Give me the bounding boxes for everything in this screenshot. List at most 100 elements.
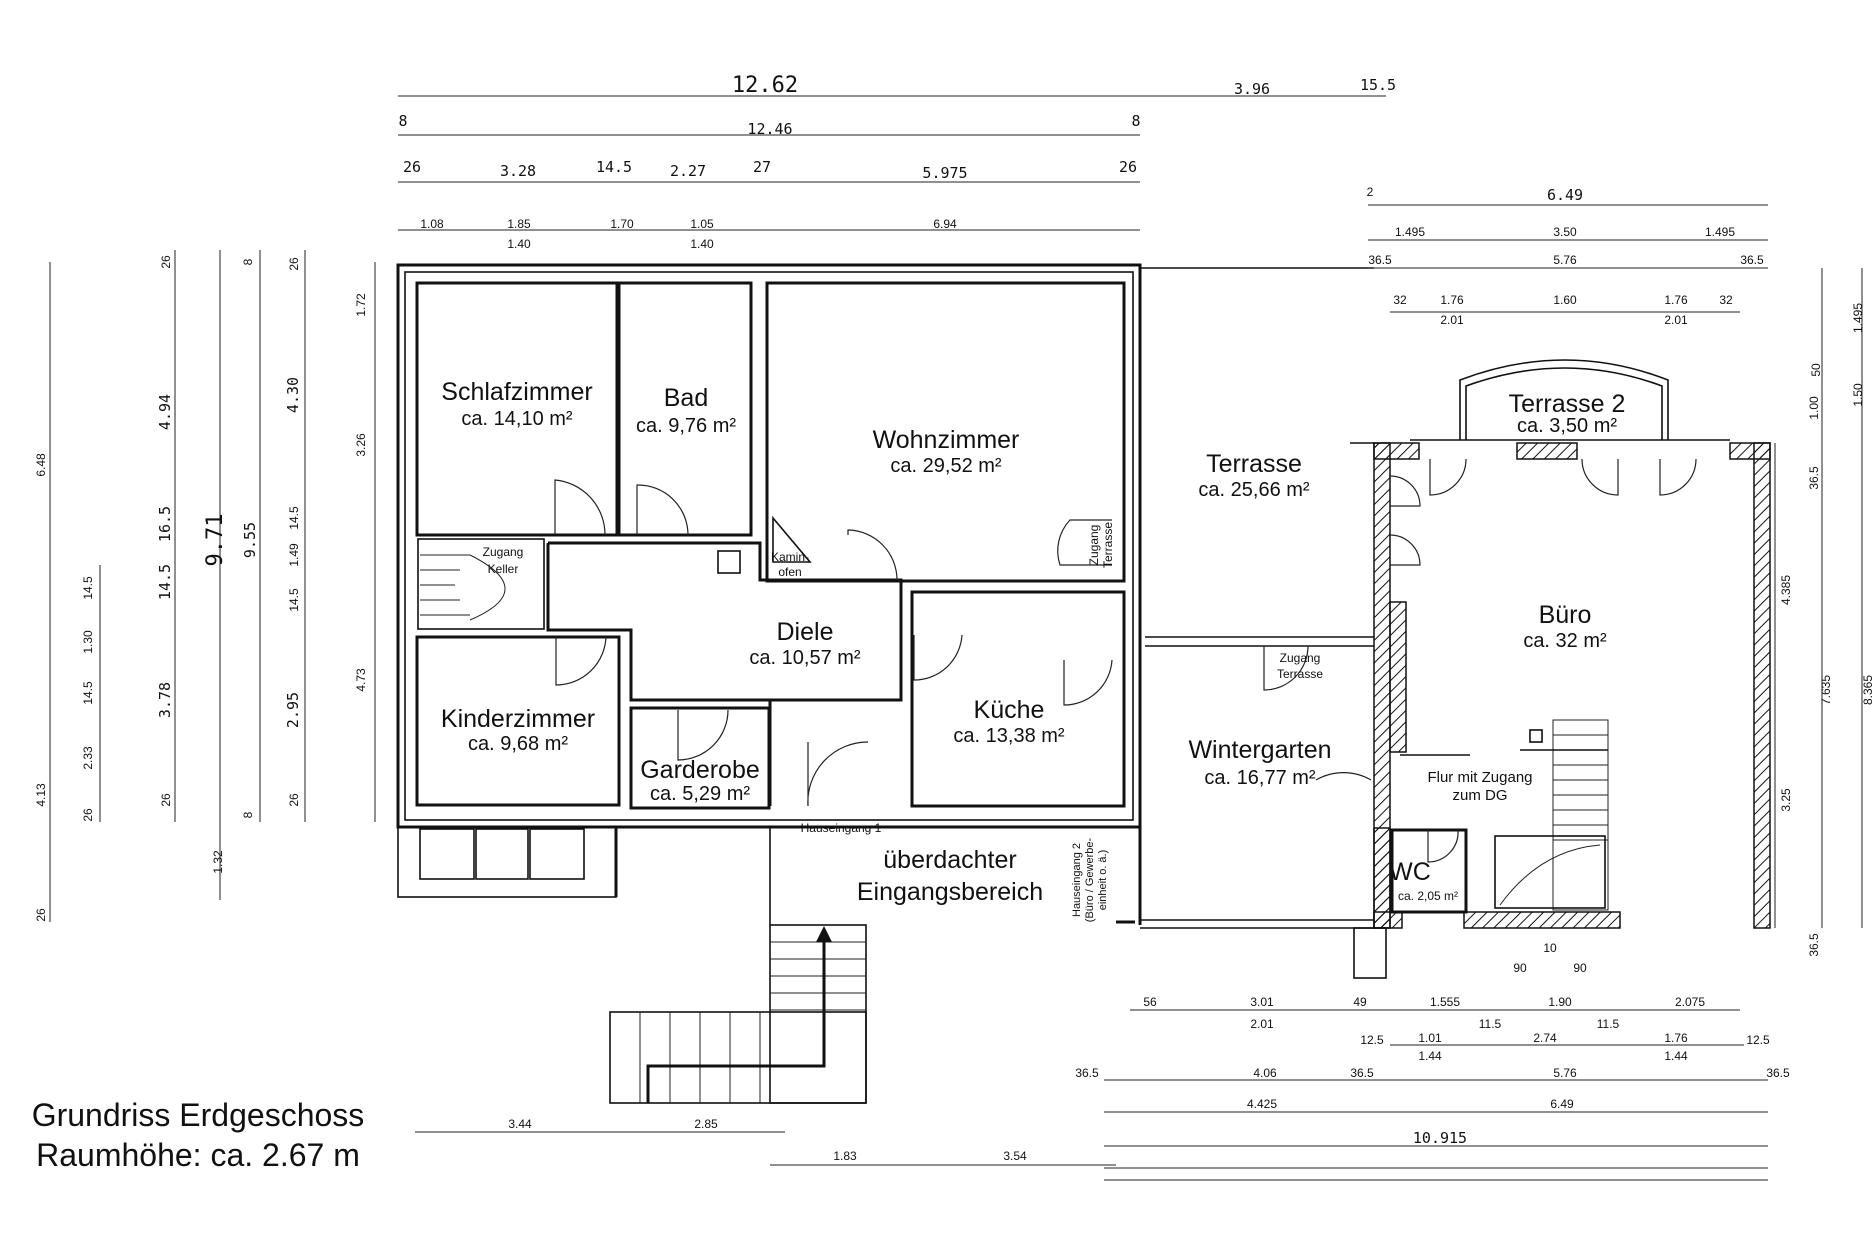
dim-text: 12.46 bbox=[747, 120, 792, 138]
room-labels: Schlafzimmer ca. 14,10 m² Bad ca. 9,76 m… bbox=[441, 378, 1625, 922]
dim-text: 1.05 bbox=[690, 217, 714, 231]
room-area-kueche: ca. 13,38 m² bbox=[953, 725, 1065, 747]
dim-text: 1.76 bbox=[1664, 293, 1688, 307]
dim-text: 6.49 bbox=[1550, 1097, 1574, 1111]
dim-text: 10.915 bbox=[1413, 1129, 1467, 1147]
eingangsbereich-label-1: überdachter bbox=[883, 846, 1016, 874]
dim-text: 14.5 bbox=[596, 158, 632, 176]
zugang-keller-label-2: Keller bbox=[488, 562, 519, 576]
room-area-schlafzimmer: ca. 14,10 m² bbox=[461, 408, 573, 430]
dim-text: 10 bbox=[1543, 941, 1557, 955]
dim-text: 3.44 bbox=[508, 1117, 532, 1131]
dim-text: 36.5 bbox=[1807, 466, 1821, 490]
room-area-buero: ca. 32 m² bbox=[1523, 630, 1607, 652]
dim-text: 4.13 bbox=[34, 783, 48, 807]
dim-text: 8 bbox=[241, 258, 255, 265]
room-name-garderobe: Garderobe bbox=[640, 756, 760, 784]
dim-text: 1.495 bbox=[1705, 225, 1735, 239]
dim-text: 26 bbox=[159, 793, 173, 807]
dim-text: 11.5 bbox=[1479, 1017, 1502, 1031]
hauseingang1-label: Hauseingang 1 bbox=[801, 821, 882, 835]
dim-text: 1.08 bbox=[420, 217, 444, 231]
dim-text: 1.50 bbox=[1851, 383, 1865, 407]
dim-text: 90 bbox=[1573, 961, 1587, 975]
dim-text: 5.975 bbox=[922, 164, 967, 182]
dim-text: 36.5 bbox=[1807, 933, 1821, 957]
dim-text: 2.85 bbox=[694, 1117, 718, 1131]
dim-text: 2.33 bbox=[81, 746, 95, 770]
dim-text: 1.85 bbox=[507, 217, 531, 231]
dim-text: 1.01 bbox=[1418, 1031, 1442, 1045]
dim-text: 32 bbox=[1393, 293, 1407, 307]
room-name-schlafzimmer: Schlafzimmer bbox=[441, 378, 592, 406]
dim-text: 26 bbox=[34, 908, 48, 922]
dim-text: 2.075 bbox=[1675, 995, 1705, 1009]
eingangsbereich-label-2: Eingangsbereich bbox=[857, 878, 1043, 906]
dim-text: 12.5 bbox=[1746, 1033, 1770, 1047]
dim-text: 90 bbox=[1513, 961, 1527, 975]
room-name-wc: WC bbox=[1389, 858, 1431, 886]
dim-text: 2.27 bbox=[670, 162, 706, 180]
room-area-kinderzimmer: ca. 9,68 m² bbox=[468, 733, 568, 755]
dim-text: 3.25 bbox=[1779, 788, 1793, 812]
dim-text: 3.01 bbox=[1250, 995, 1274, 1009]
entrance-stairs bbox=[609, 924, 867, 1104]
dim-text: 1.49 bbox=[287, 543, 301, 567]
office-walls bbox=[1350, 359, 1771, 979]
dim-text: 3.26 bbox=[354, 433, 368, 457]
dim-text: 32 bbox=[1719, 293, 1733, 307]
dim-text: 36.5 bbox=[1350, 1066, 1374, 1080]
dim-text: 1.70 bbox=[610, 217, 634, 231]
main-house-walls bbox=[396, 263, 1142, 829]
dim-text: 1.32 bbox=[211, 850, 225, 874]
dim-text: 4.385 bbox=[1779, 575, 1793, 605]
dim-text: 2.01 bbox=[1664, 313, 1688, 327]
room-area-garderobe: ca. 5,29 m² bbox=[650, 783, 750, 805]
dim-text: 6.49 bbox=[1547, 186, 1583, 204]
hauseingang2-label-2: (Büro / Gewerbe- bbox=[1084, 837, 1096, 922]
dim-text: 5.76 bbox=[1553, 253, 1577, 267]
dim-text: 9.71 bbox=[203, 514, 228, 567]
room-name-buero: Büro bbox=[1539, 601, 1592, 629]
dim-text: 8 bbox=[398, 112, 407, 130]
dim-text: 5.76 bbox=[1553, 1066, 1577, 1080]
doors bbox=[554, 479, 1113, 807]
dim-text: 7.635 bbox=[1819, 675, 1833, 705]
dim-text: 14.5 bbox=[287, 506, 301, 530]
dim-text: 1.83 bbox=[833, 1149, 857, 1163]
dim-text: 1.40 bbox=[690, 237, 714, 251]
dim-text: 6.94 bbox=[933, 217, 957, 231]
room-area-diele: ca. 10,57 m² bbox=[749, 647, 861, 669]
dim-text: 26 bbox=[159, 255, 173, 269]
room-name-terrasse: Terrasse bbox=[1206, 450, 1302, 478]
dim-text: 14.5 bbox=[156, 564, 174, 600]
dim-text: 2.74 bbox=[1533, 1031, 1557, 1045]
dim-text: 8.365 bbox=[1861, 675, 1875, 705]
dimension-texts: 12.62 3.96 15.5 8 12.46 8 26 3.28 14.5 2… bbox=[34, 73, 1875, 1163]
kaminofen-label-2: ofen bbox=[778, 565, 801, 579]
dim-text: 4.73 bbox=[354, 668, 368, 692]
dim-text: 4.30 bbox=[284, 377, 302, 413]
room-name-kinderzimmer: Kinderzimmer bbox=[441, 705, 595, 733]
dim-text: 14.5 bbox=[287, 588, 301, 612]
dim-text: 1.76 bbox=[1440, 293, 1464, 307]
plan-title-line2: Raumhöhe: ca. 2.67 m bbox=[36, 1137, 360, 1173]
dim-text: 9.55 bbox=[241, 522, 259, 558]
dim-text: 4.425 bbox=[1247, 1097, 1277, 1111]
dim-text: 8 bbox=[241, 811, 255, 818]
dim-text: 14.5 bbox=[81, 681, 95, 705]
dimension-lines bbox=[49, 95, 1863, 1181]
dim-text: 2.01 bbox=[1440, 313, 1464, 327]
dim-text: 1.72 bbox=[354, 293, 368, 317]
room-name-wintergarten: Wintergarten bbox=[1188, 736, 1331, 764]
dim-text: 15.5 bbox=[1360, 76, 1396, 94]
zugang-terrasse-label-1: Zugang bbox=[1280, 651, 1321, 665]
dim-text: 1.44 bbox=[1418, 1049, 1442, 1063]
plan-title: Grundriss Erdgeschoss Raumhöhe: ca. 2.67… bbox=[8, 1095, 388, 1175]
dim-text: 1.60 bbox=[1553, 293, 1577, 307]
dim-text: 4.94 bbox=[156, 394, 174, 430]
dim-text: 2 bbox=[1367, 185, 1374, 199]
flur-label-1: Flur mit Zugang bbox=[1427, 769, 1532, 786]
dim-text: 1.30 bbox=[81, 630, 95, 654]
